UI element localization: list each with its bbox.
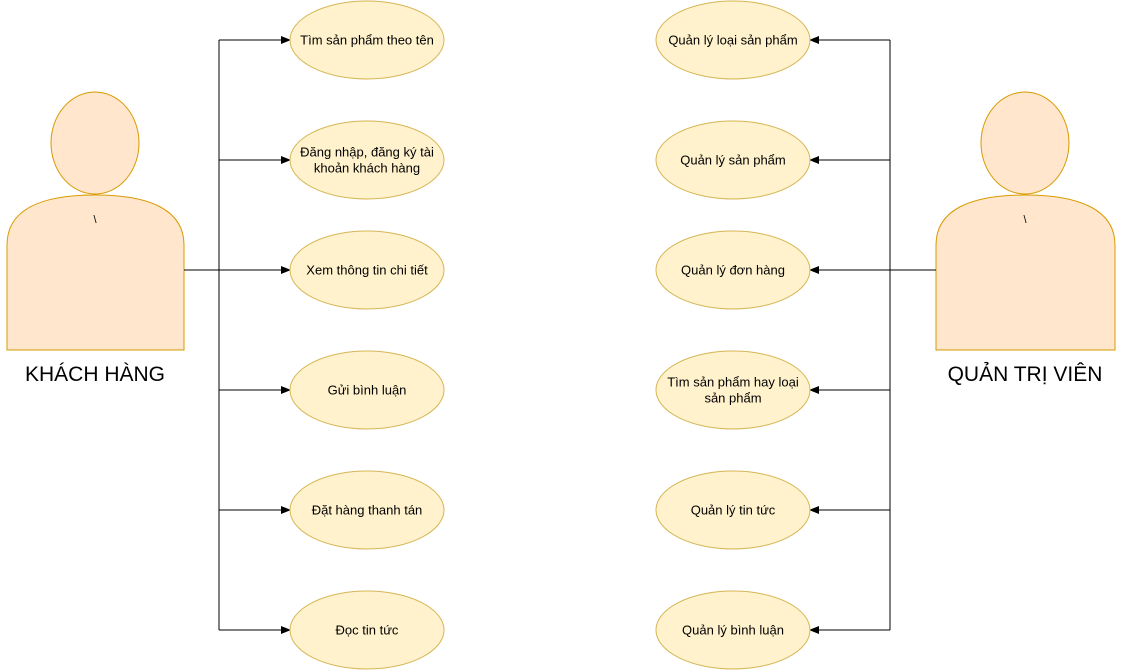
admin-use-case-ellipse [655,120,811,200]
admin-use-case-label: sản phẩm [704,391,761,406]
admin-actor-mark: \ [1023,214,1027,226]
customer-use-case-label: Gửi bình luận [328,383,407,398]
admin-use-case-label: Quản lý loại sản phẩm [668,33,797,48]
admin-use-case-label: Quản lý tin tức [691,503,776,518]
admin-use-case-6: Quản lý bình luận [655,590,811,670]
customer-use-case-ellipse [289,120,445,200]
customer-use-case-ellipse [289,0,445,80]
admin-use-case-ellipse [655,230,811,310]
admin-use-case-5: Quản lý tin tức [655,470,811,550]
admin-use-case-label: Tìm sản phẩm hay loại [667,375,799,390]
admin-use-case-label: Quản lý bình luận [682,623,784,638]
customer-use-case-ellipse [289,350,445,430]
customer-use-case-5: Đặt hàng thanh tán [289,470,445,550]
admin-use-case-ellipse [655,590,811,670]
customer-connectors [184,36,291,634]
admin-use-case-ellipse [655,350,811,430]
customer-use-case-ellipse [289,230,445,310]
customer-use-case-6: Đọc tin tức [289,590,445,670]
customer-actor-label: KHÁCH HÀNG [25,363,165,386]
admin-use-case-ellipse [655,0,811,80]
admin-use-case-1: Quản lý loại sản phẩm [655,0,811,80]
customer-actor: \ KHÁCH HÀNG [6,91,185,386]
customer-use-case-label: Đăng nhập, đăng ký tài [300,145,434,160]
admin-use-case-2: Quản lý sản phẩm [655,120,811,200]
admin-use-case-ellipse [655,470,811,550]
admin-actor-label: QUẢN TRỊ VIÊN [948,363,1103,386]
admin-use-case-3: Quản lý đơn hàng [655,230,811,310]
admin-use-case-label: Quản lý sản phẩm [680,153,786,168]
admin-actor-body [935,194,1116,351]
customer-use-case-ellipse [289,590,445,670]
admin-connectors [809,36,936,634]
customer-actor-head [50,91,140,195]
admin-actor-head [980,91,1070,195]
customer-use-case-label: khoản khách hàng [314,161,420,176]
customer-use-case-label: Tìm sản phẩm theo tên [300,33,434,48]
customer-use-case-label: Đặt hàng thanh tán [312,503,423,518]
customer-use-case-label: Đọc tin tức [336,623,399,638]
customer-actor-body [6,194,185,351]
customer-actor-mark: \ [93,214,97,226]
customer-use-case-3: Xem thông tin chi tiết [289,230,445,310]
admin-actor: \ QUẢN TRỊ VIÊN [935,91,1116,386]
customer-use-case-4: Gửi bình luận [289,350,445,430]
customer-use-case-label: Xem thông tin chi tiết [306,263,428,278]
customer-use-case-ellipse [289,470,445,550]
customer-use-case-1: Tìm sản phẩm theo tên [289,0,445,80]
admin-use-case-label: Quản lý đơn hàng [681,263,785,278]
